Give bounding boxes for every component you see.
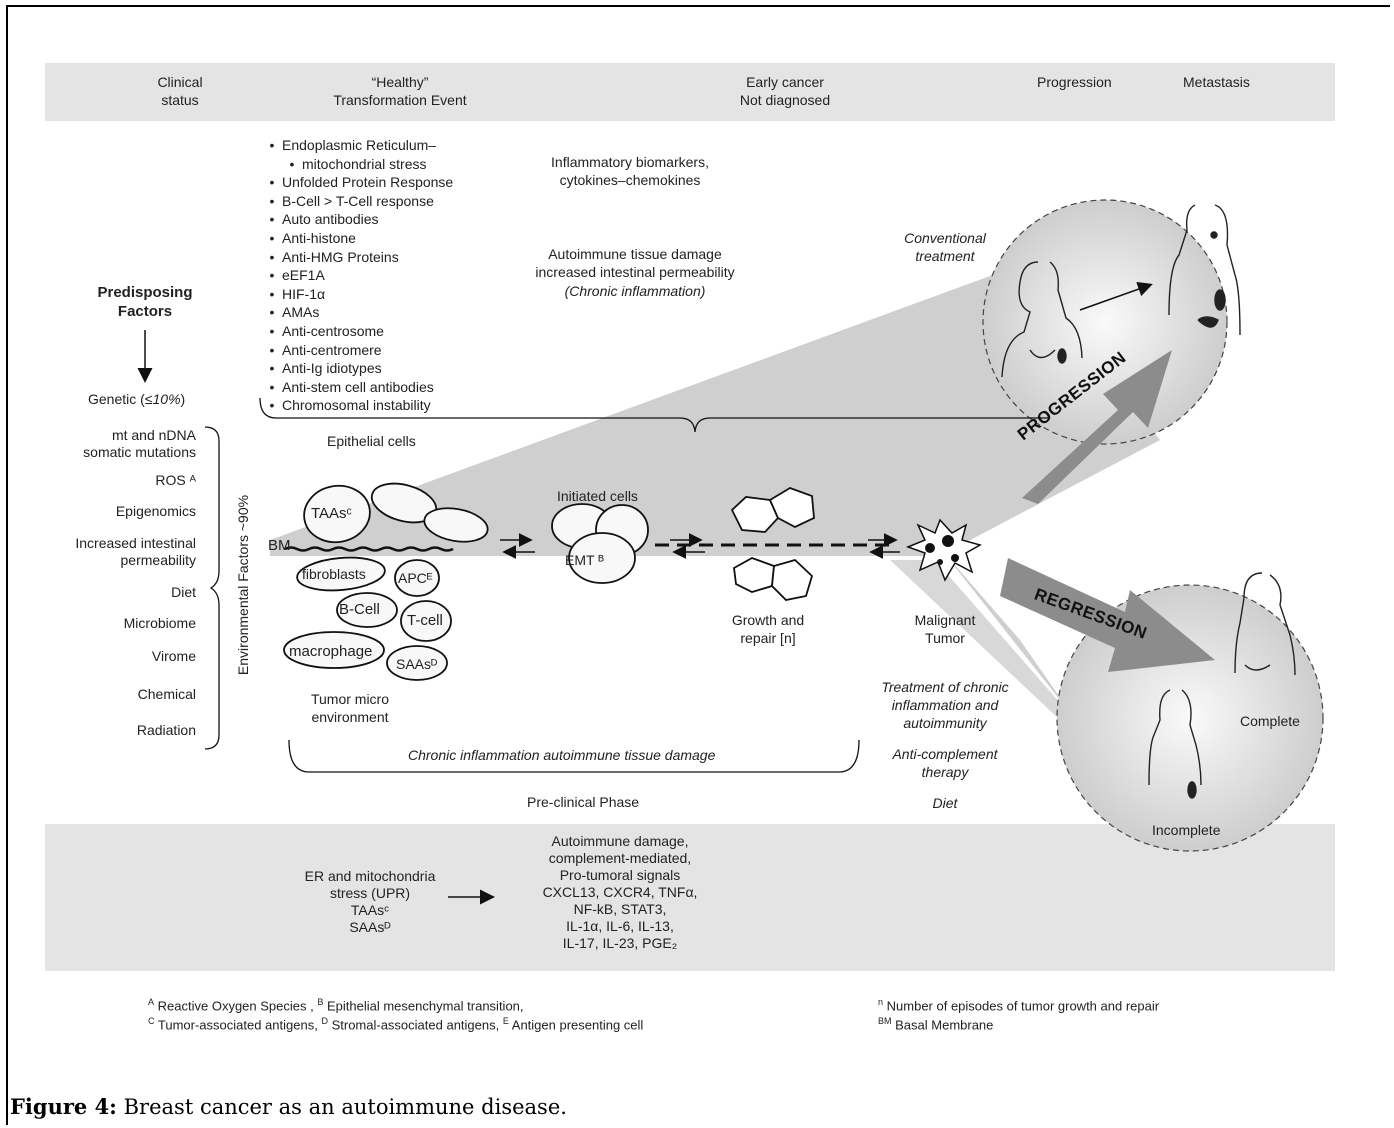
list-item: Endoplasmic Reticulum– xyxy=(262,136,453,155)
list-item: eEF1A xyxy=(262,266,453,285)
list-item: Anti-Ig idiotypes xyxy=(262,359,453,378)
woman-figure-right xyxy=(1168,204,1241,336)
preclinical-label: Pre-clinical Phase xyxy=(527,794,640,810)
header-progression: Progression xyxy=(1037,74,1112,90)
epithelial-cells-label: Epithelial cells xyxy=(327,433,416,449)
env-axis-label: Environmental Factors ~90% xyxy=(235,494,251,676)
footnote-c-d-e: C Tumor-associated antigens, D Stromal-a… xyxy=(148,1016,644,1033)
list-item: Chromosomal instability xyxy=(262,396,453,415)
list-item: Anti-centrosome xyxy=(262,322,453,341)
header-clinical-status: Clinical status xyxy=(157,74,203,108)
env-bracket xyxy=(204,426,220,750)
treatment-chronic: Treatment of chronic inflammation and au… xyxy=(881,679,1009,731)
list-item: Diet xyxy=(171,584,196,600)
preclinical-brace xyxy=(288,739,860,773)
malignant-tumor-label: Malignant Tumor xyxy=(914,612,976,646)
progression-arrow xyxy=(1022,350,1172,504)
cell-apc: APCᴱ xyxy=(398,570,433,586)
bottom-band xyxy=(45,824,1335,971)
header-metastasis: Metastasis xyxy=(1183,74,1250,90)
progression-circle xyxy=(982,199,1228,445)
woman-figure-left xyxy=(1001,261,1083,378)
pro-tumoral-signals: Autoimmune damage, complement-mediated, … xyxy=(542,833,698,951)
footnote-bm: BM Basal Membrane xyxy=(878,1016,994,1033)
list-item: mt and nDNA somatic mutations xyxy=(83,427,196,460)
outcome-incomplete: Incomplete xyxy=(1152,822,1221,838)
inflammatory-biomarkers: Inflammatory biomarkers, cytokines–chemo… xyxy=(551,154,709,188)
cell-bcell: B-Cell xyxy=(339,601,380,618)
woman-figure-complete xyxy=(1234,572,1296,676)
list-item: Anti-HMG Proteins xyxy=(262,248,453,267)
list-item: Chemical xyxy=(137,686,196,702)
tumor-micro-label: Tumor micro environment xyxy=(310,691,390,725)
list-item: Microbiome xyxy=(123,615,196,631)
outcome-complete: Complete xyxy=(1240,713,1300,729)
initiated-cells-label: Initiated cells xyxy=(557,488,638,504)
cell-macrophage: macrophage xyxy=(289,643,373,660)
figure-caption: Figure 4: Breast cancer as an autoimmune… xyxy=(10,1094,567,1119)
regression-beam xyxy=(890,560,1075,720)
progression-wedge xyxy=(270,265,1160,556)
genetic-label: Genetic (≤10%) xyxy=(88,391,186,407)
list-item: mitochondrial stress xyxy=(262,155,453,174)
list-item: Radiation xyxy=(136,722,196,738)
conventional-treatment: Conventional treatment xyxy=(904,230,986,264)
regression-arrow xyxy=(1000,558,1215,672)
figure-frame xyxy=(6,5,1390,1125)
list-item: Epigenomics xyxy=(115,503,196,519)
header-early-cancer: Early cancer Not diagnosed xyxy=(739,74,831,108)
autoimmune-tissue-damage: Autoimmune tissue damage increased intes… xyxy=(535,246,735,280)
bm-label: BM xyxy=(268,537,291,554)
list-item: ROS ᴬ xyxy=(155,472,196,488)
regression-wedge xyxy=(940,548,1070,712)
metastasis-arrow xyxy=(1079,281,1153,311)
list-item: B-Cell > T-Cell response xyxy=(262,192,453,211)
footnote-a-b: A Reactive Oxygen Species , B Epithelial… xyxy=(148,997,524,1014)
list-item: Auto antibodies xyxy=(262,210,453,229)
chronic-inflammation: (Chronic inflammation) xyxy=(564,283,706,299)
cell-fibroblasts: fibroblasts xyxy=(302,566,366,582)
header-healthy-transformation: “Healthy” Transformation Event xyxy=(333,74,467,108)
list-item: Unfolded Protein Response xyxy=(262,173,453,192)
er-stress: ER and mitochondria stress (UPR) TAAsᶜ S… xyxy=(304,868,436,935)
list-item: Increased intestinal permeability xyxy=(75,535,196,568)
cell-taas: TAAsᶜ xyxy=(311,505,352,522)
diet-therapy: Diet xyxy=(932,795,958,811)
list-item: Anti-histone xyxy=(262,229,453,248)
cell-saas: SAAsᴰ xyxy=(396,656,438,672)
chronic-bracket-label: Chronic inflammation autoimmune tissue d… xyxy=(408,747,716,763)
anti-complement: Anti-complement therapy xyxy=(892,746,998,780)
list-item: Virome xyxy=(151,648,196,664)
list-item: Anti-stem cell antibodies xyxy=(262,378,453,397)
cell-tcell: T-cell xyxy=(407,612,443,629)
malignant-tumor-graphic xyxy=(905,518,982,582)
footnote-n: n Number of episodes of tumor growth and… xyxy=(878,997,1160,1014)
list-item: HIF-1α xyxy=(262,285,453,304)
list-item: AMAs xyxy=(262,303,453,322)
woman-figure-incomplete xyxy=(1148,689,1202,799)
transformation-event-list: Endoplasmic Reticulum– mitochondrial str… xyxy=(262,136,453,415)
header-band xyxy=(45,63,1335,121)
predisposing-factors: Predisposing Factors xyxy=(97,284,193,320)
basal-membrane-line xyxy=(284,546,454,552)
list-item: Anti-centromere xyxy=(262,341,453,360)
emt-label: EMT ᴮ xyxy=(565,552,604,568)
growth-repair-label: Growth and repair [n] xyxy=(731,612,805,646)
